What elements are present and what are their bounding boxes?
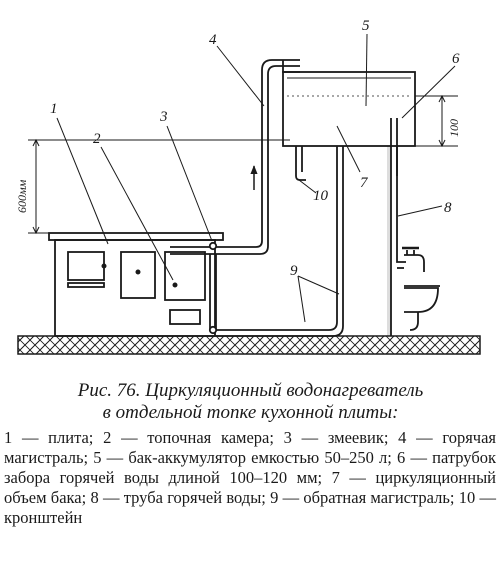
storage-tank [282, 71, 416, 147]
nozzle-dimension [415, 94, 458, 148]
label-1: 1 [50, 101, 58, 117]
label-10: 10 [313, 188, 329, 204]
label-2: 2 [93, 131, 101, 147]
height-dimension-label: 600мм [15, 179, 29, 213]
sink [404, 285, 440, 331]
hot-main-pipe [170, 59, 300, 255]
caption-legend: 1 — плита; 2 — топочная камера; 3 — змее… [4, 428, 496, 527]
bracket [295, 146, 398, 181]
label-4: 4 [209, 32, 217, 48]
label-6: 6 [452, 51, 460, 67]
label-3: 3 [159, 109, 168, 125]
label-5: 5 [362, 18, 370, 34]
return-main-pipe [216, 146, 344, 337]
leader-lines [56, 33, 456, 323]
caption-title-line-2: в отдельной топке кухонной плиты: [102, 402, 399, 423]
label-8: 8 [444, 200, 452, 216]
wall [387, 146, 391, 336]
coil [208, 241, 218, 335]
stove [48, 232, 224, 337]
height-dimension [28, 138, 290, 235]
nozzle-dimension-label: 100 [447, 119, 461, 137]
hot-water-pipe [390, 118, 425, 336]
label-7: 7 [360, 175, 369, 191]
label-9: 9 [290, 263, 298, 279]
caption-title-line-1: Рис. 76. Циркуляционный водонагреватель [77, 380, 424, 401]
water-heater-diagram: 600мм 100 [15, 18, 481, 355]
floor [17, 335, 481, 355]
